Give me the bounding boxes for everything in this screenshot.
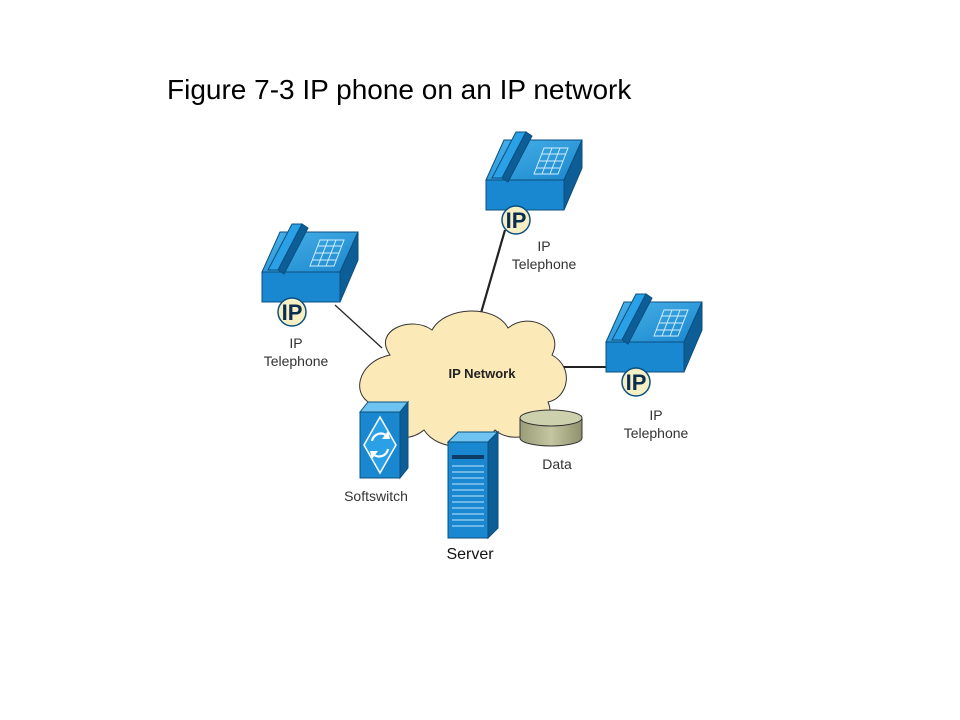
phone-label-line1: IP <box>649 407 662 423</box>
phone-label-line2: Telephone <box>512 256 577 272</box>
phone-label-line1: IP <box>289 335 302 351</box>
softswitch-label: Softswitch <box>344 488 408 504</box>
ip-phone-icon <box>261 223 359 327</box>
ip-badge: IP <box>626 370 647 395</box>
server-icon <box>446 430 500 540</box>
softswitch-icon <box>358 400 410 480</box>
network-label: IP Network <box>449 366 517 381</box>
ip-badge: IP <box>506 208 527 233</box>
phone-label-line2: Telephone <box>624 425 689 441</box>
connection-lines <box>334 229 610 368</box>
ip-phone-right: IP <box>605 293 703 397</box>
figure-title: Figure 7-3 IP phone on an IP network <box>167 74 632 105</box>
phone-label-line2: Telephone <box>264 353 329 369</box>
ip-badge: IP <box>282 300 303 325</box>
ip-phone-icon <box>485 131 583 235</box>
database-icon <box>519 409 583 447</box>
server-label: Server <box>446 546 494 563</box>
ip-phone-icon <box>605 293 703 397</box>
link-top-phone <box>479 229 507 314</box>
data-label: Data <box>542 456 572 472</box>
ip-phone-left: IP <box>261 223 359 327</box>
link-left-phone <box>334 304 383 349</box>
ip-phone-top: IP <box>485 131 583 235</box>
phone-label-line1: IP <box>537 238 550 254</box>
